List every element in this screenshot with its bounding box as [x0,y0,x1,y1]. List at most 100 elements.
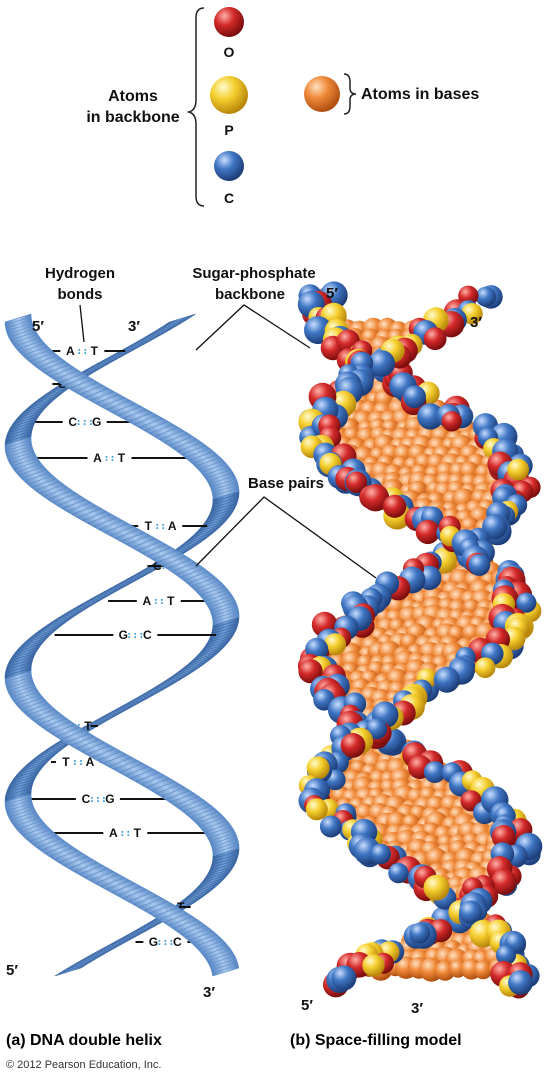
caption-b: (b) Space-filling model [290,1032,462,1049]
ribbon-back-segment [54,964,86,977]
base-left: C [153,559,162,573]
base-right: T [84,719,92,733]
backbone-atom [423,327,447,351]
backbone-atom [368,350,395,377]
base-pair: A::T [28,451,191,465]
backbone-atom [409,922,431,944]
hydrogen-bonds-label: Hydrogen [45,265,115,282]
backbone-atom [403,385,426,409]
base-right: C [173,935,182,949]
backbone-atoms [297,281,543,999]
backbone-atom [482,514,508,540]
hydrogen-bonds-label-2: bonds [58,286,103,303]
helix-end-3-top: 3′ [128,318,140,335]
backbone-atom [415,519,440,545]
base-left: C [68,415,77,429]
base-right: T [167,594,175,608]
helix-back-strand [4,313,240,977]
legend: Atoms in backbone O P C Atoms in bases [86,7,479,207]
bases-brace [343,73,357,115]
base-left: A [93,451,102,465]
backbone-atom [331,965,357,991]
backbone-atom [345,471,368,494]
base-atom [473,960,493,980]
hydrogen-bond: ::: [76,417,94,428]
double-helix-diagram: A::TG:::CC:::GA::TT::AC:::GA::TG:::CA::T… [4,265,377,1001]
helix-end-3-bottom: 3′ [203,984,215,1001]
backbone-atom [507,458,529,481]
bases-label: Atoms in bases [361,86,479,103]
hydrogen-bonds-pointer [79,304,85,343]
oxygen-label: O [224,44,235,60]
backbone-atom [361,484,390,512]
base-pair: C:::G [35,415,135,429]
ribbon-front-segment [212,844,240,857]
hydrogen-bond: ::: [156,937,174,948]
backbone-atom [388,862,409,884]
backbone-atom [423,874,450,901]
backbone-atom [516,592,537,613]
base-left: G [149,935,158,949]
backbone-atom [306,756,330,780]
base-right: A [86,755,95,769]
backbone-atom [362,954,385,977]
backbone-atoms-label-2: in backbone [86,109,179,126]
carbon-label: C [224,190,234,206]
base-right: C [143,628,152,642]
model-end-5-bottom: 5′ [301,997,313,1014]
backbone-atom [319,815,342,838]
space-filling-model: 5′ 3′ 5′ 3′ [297,281,543,1017]
helix-end-5-bottom: 5′ [6,962,18,979]
base-left: A [142,594,151,608]
hydrogen-bond: ::: [126,630,144,641]
helix-front-strand [4,313,240,977]
base-left: A [66,344,75,358]
base-left: C [82,792,91,806]
hydrogen-bond: :: [103,453,115,464]
backbone-label-2: backbone [215,286,285,303]
base-right: T [177,900,185,914]
hydrogen-bond: ::: [89,794,107,805]
backbone-atom [490,869,517,895]
backbone-atom [305,798,328,821]
base-left: A [109,826,118,840]
base-right: A [168,519,177,533]
ribbon-front-segment [212,487,240,500]
backbone-atom [468,554,491,576]
backbone-label: Sugar-phosphate [192,265,315,282]
base-atom-icon [304,76,340,112]
backbone-atom [324,633,347,656]
hydrogen-bond: :: [153,596,165,607]
backbone-atom [370,843,392,865]
copyright: © 2012 Pearson Education, Inc. [6,1059,161,1071]
base-right: T [118,451,126,465]
hydrogen-bond: :: [154,521,166,532]
backbone-atom [459,900,483,924]
backbone-brace [186,7,205,207]
base-pair: G:::C [54,628,217,642]
backbone-pointer [195,304,311,351]
ribbon-front-segment [211,964,240,977]
base-right: G [92,415,101,429]
backbone-atoms-label: Atoms [108,88,158,105]
backbone-atom [491,824,516,849]
backbone-atom [474,657,496,678]
backbone-atom [340,733,366,758]
oxygen-atom-icon [214,7,244,37]
backbone-atom [508,970,533,995]
backbone-atom [383,494,407,518]
hydrogen-bond: :: [72,757,84,768]
base-pair: C:::G [26,792,170,806]
backbone-atom [423,761,446,783]
helix-end-5-top: 5′ [32,318,44,335]
base-pair: A::T [108,594,210,608]
hydrogen-bond: :: [119,828,131,839]
model-end-5-top: 5′ [326,285,338,302]
base-right: G [105,792,114,806]
phosphorus-label: P [224,122,233,138]
backbone-atom [433,666,460,693]
backbone-atom [298,659,323,684]
backbone-atom [417,403,444,430]
base-pairs-label: Base pairs [248,475,324,492]
